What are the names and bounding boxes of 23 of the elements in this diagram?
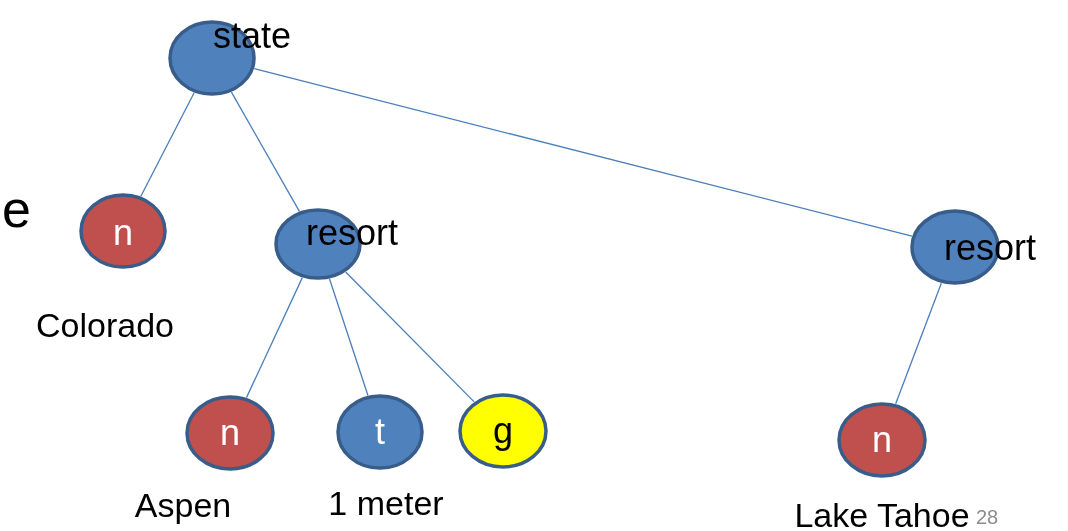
tree-node-circle (458, 393, 548, 469)
node-label: n (872, 422, 892, 458)
tree-edge (253, 68, 913, 237)
page-number: 28 (976, 507, 999, 527)
partial-text: e (2, 183, 31, 235)
tree-node-circle (79, 193, 167, 269)
tree-node-circle (185, 395, 275, 471)
tree-edge (345, 271, 475, 403)
tree-edge (140, 92, 195, 197)
node-label: n (220, 415, 240, 451)
node-label: t (375, 414, 385, 450)
tree-edge (895, 282, 942, 405)
node-label: g (493, 413, 513, 449)
leaf-value-text: Lake Tahoe (794, 498, 970, 531)
tree-node-circle (837, 402, 927, 478)
tree-edge (245, 277, 303, 399)
leaf-value-text: 1 meter (328, 486, 444, 520)
node-label: n (113, 215, 133, 251)
leaf-value-text: Colorado (36, 308, 174, 342)
tree-edge (328, 278, 369, 397)
leaf-value-text: Aspen (134, 488, 232, 522)
tree-node-circle (336, 394, 424, 470)
tree-edge (230, 91, 301, 212)
